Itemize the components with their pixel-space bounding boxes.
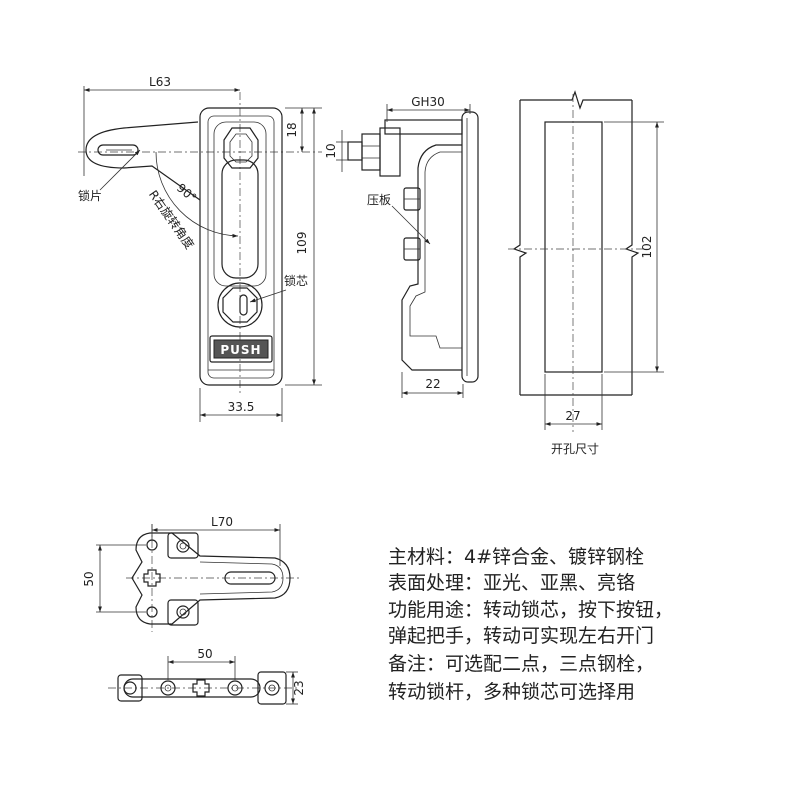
handle-outer-outline [199, 107, 283, 386]
cutout-width-label: 27 [565, 409, 580, 423]
handle-grip-head [223, 127, 259, 169]
bracket-upper-plate [167, 532, 199, 559]
bar-left-hole-inner [164, 684, 172, 692]
push-button: PUSH [209, 335, 273, 363]
plate-label: 锁片 [78, 188, 102, 203]
bracket-lower-plate [167, 599, 199, 626]
side-shaft [347, 141, 363, 161]
bar-cross-hole [192, 679, 210, 697]
bar-right-hole-inner [231, 684, 239, 692]
bracket-upper-hole-inner [179, 542, 187, 550]
bracket-height-label: 50 [82, 571, 96, 586]
bar-right-end-hole [264, 680, 280, 696]
cutout-outer-right [624, 100, 640, 395]
side-view: GH30 10 压板 22 [324, 95, 479, 398]
spec-function-1: 功能用途：转动锁芯，按下按钮， [388, 599, 673, 621]
handle-grip [221, 159, 259, 279]
bracket-upper-hole [176, 539, 190, 553]
rotation-arc [155, 151, 239, 238]
push-button-plate [213, 339, 269, 359]
cutout-outer-left [512, 100, 528, 395]
bar-right-block [257, 671, 287, 705]
base-dimension-label: 22 [425, 377, 440, 391]
cutout-view: 102 27 开孔尺寸 [508, 90, 664, 456]
spec-notes-1: 备注：可选配二点，三点钢栓， [388, 653, 654, 675]
bar-left-end-hole [123, 681, 137, 695]
cylinder-leader-line [249, 289, 287, 303]
bar-right-end-hole-inner [268, 684, 276, 692]
handle-body [199, 107, 283, 386]
specifications: 主材料：4#锌合金、镀锌钢栓 表面处理：亚光、亚黑、亮铬 功能用途：转动锁芯，按… [388, 546, 673, 703]
bar-left-hole [160, 680, 176, 696]
plate-leader-line [99, 149, 141, 191]
side-connecting-block [384, 119, 463, 135]
spec-notes-2: 转动锁杆，多种锁芯可选择用 [388, 681, 635, 703]
side-nut [361, 133, 381, 171]
front-view: PUSH L63 18 109 33.5 锁片 90° R右旋转角度 锁芯 [78, 75, 322, 422]
lock-cylinder-octagon [222, 287, 258, 323]
l63-dimension-label: L63 [149, 75, 171, 89]
bracket-slot [224, 571, 276, 585]
side-body-inner-profile [409, 151, 462, 349]
offset-dimension-label: 18 [285, 122, 299, 137]
handle-inner-outline [207, 115, 275, 379]
bracket-inner-outline [199, 561, 284, 595]
bracket-outline [131, 532, 291, 625]
side-body-profile [401, 144, 462, 371]
push-button-label: PUSH [220, 343, 261, 357]
bar-left-block [117, 674, 143, 702]
cylinder-label: 锁芯 [284, 273, 308, 288]
bracket-lower-ear-hole [146, 606, 158, 618]
bracket-length-label: L70 [211, 515, 233, 529]
locking-plate-outline [85, 121, 201, 201]
shaft-dimension-label: 10 [324, 143, 338, 158]
rod-bracket-view: L70 50 [82, 515, 300, 632]
side-bracket [379, 127, 401, 177]
handle-recess [213, 121, 267, 287]
handle-grip-head-inner [229, 133, 253, 163]
bracket-lower-hole [176, 605, 190, 619]
bracket-cross-hole [143, 569, 161, 587]
key-slot [239, 294, 248, 316]
bar-height-label: 23 [292, 680, 306, 695]
body-width-dimension-label: 33.5 [228, 400, 255, 414]
height-dimension-label: 109 [295, 232, 309, 255]
pressure-plate-leader-line [391, 205, 431, 245]
depth-dimension-label: GH30 [411, 95, 445, 109]
spec-material: 主材料：4#锌合金、镀锌钢栓 [388, 546, 644, 568]
rod-bar-view: 50 23 [108, 647, 306, 705]
bracket-lower-hole-inner [179, 608, 187, 616]
cutout-opening [544, 121, 603, 373]
cutout-outer-top [520, 90, 632, 110]
side-face-plate [461, 111, 479, 383]
spec-function-2: 弹起把手，转动可实现左右开门 [388, 625, 654, 647]
bar-right-hole [227, 680, 243, 696]
push-button-frame [209, 335, 273, 363]
cutout-caption: 开孔尺寸 [551, 442, 599, 456]
lock-cylinder [217, 282, 263, 328]
pressure-plate-label: 压板 [367, 193, 391, 207]
cutout-height-label: 102 [640, 236, 654, 259]
spec-surface: 表面处理：亚光、亚黑、亮铬 [388, 572, 635, 594]
lock-cylinder-ring [217, 282, 263, 328]
bar-spacing-label: 50 [197, 647, 212, 661]
